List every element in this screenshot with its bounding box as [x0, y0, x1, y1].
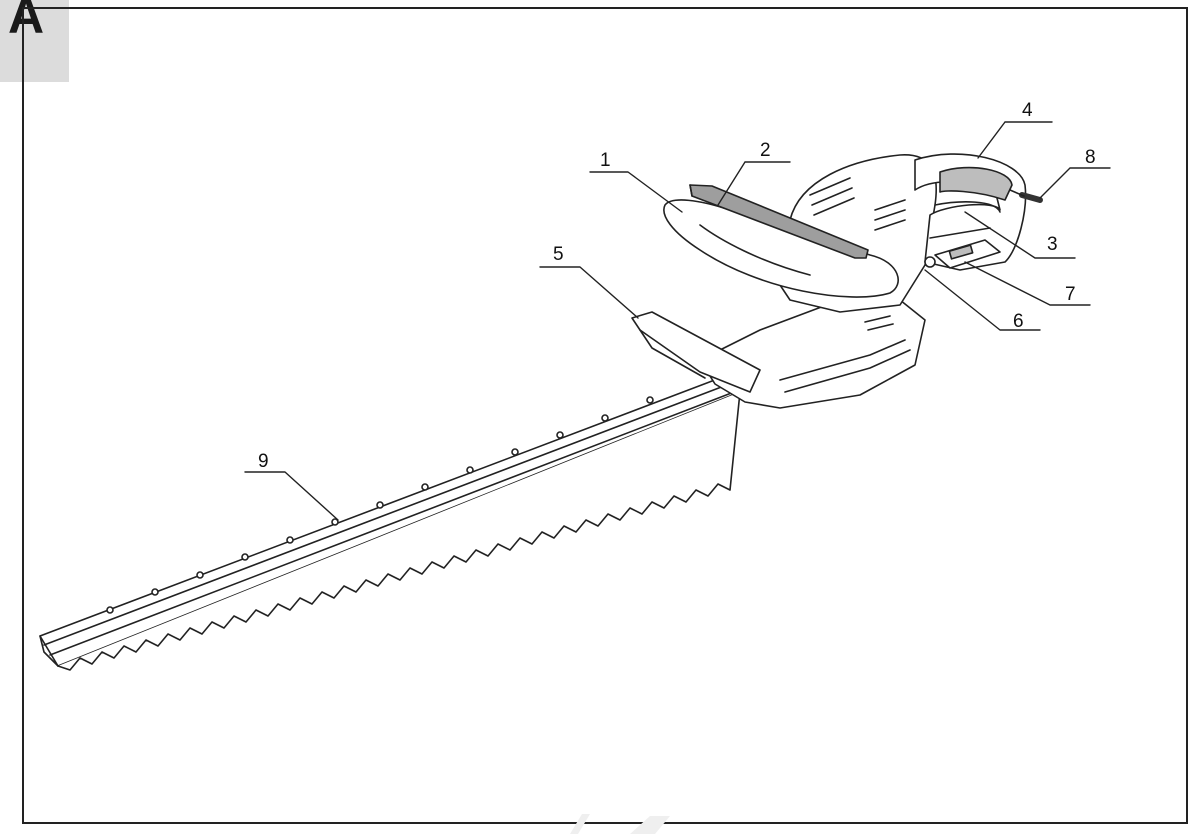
leader-line-6	[924, 269, 1041, 331]
callout-7: 7	[1065, 284, 1076, 305]
callout-6: 6	[1013, 311, 1024, 332]
switch-area	[924, 239, 1001, 269]
leader-line-8	[1039, 167, 1111, 199]
watermark-fragment	[570, 814, 670, 834]
callout-5: 5	[553, 244, 564, 265]
cutting-blade	[39, 377, 741, 671]
power-cable	[1009, 189, 1043, 203]
callout-2: 2	[760, 140, 771, 161]
leader-line-2	[717, 161, 791, 206]
callout-8: 8	[1085, 147, 1096, 168]
callout-3: 3	[1047, 234, 1058, 255]
leader-line-3	[964, 211, 1076, 259]
leader-lines	[244, 121, 1111, 521]
front-body	[699, 299, 926, 409]
figure-frame	[22, 7, 1188, 824]
callout-4: 4	[1022, 100, 1033, 121]
leader-line-4	[977, 121, 1053, 159]
leader-line-9	[244, 471, 339, 521]
safety-shield	[689, 184, 869, 259]
callout-labels: 1 2 3 4 5 6 7 8 9	[258, 100, 1096, 472]
leader-line-7	[964, 261, 1091, 306]
callout-1: 1	[600, 150, 611, 171]
hand-guard	[631, 311, 761, 393]
rear-handle	[914, 153, 1027, 271]
leader-line-5	[539, 266, 639, 319]
callout-9: 9	[258, 451, 269, 472]
leader-line-1	[589, 171, 683, 213]
